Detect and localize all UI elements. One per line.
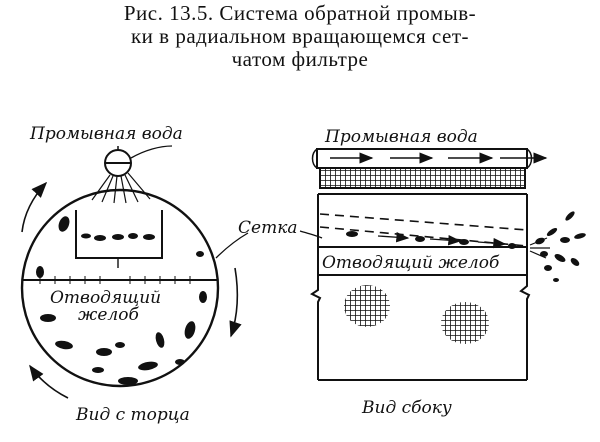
- label-trough-left-1: Отводящий: [50, 288, 161, 308]
- housing-right: [519, 194, 531, 380]
- caption-line-2: ки в радиальном вращающемся сет-: [130, 24, 470, 48]
- rotation-arrow-right: [229, 267, 242, 338]
- label-wash-water-left: Промывная вода: [29, 124, 183, 144]
- figure-caption: Рис. 13.5. Система обратной промыв- ки в…: [0, 2, 600, 71]
- mesh-patch-left: [344, 285, 390, 327]
- caption-line-1: Рис. 13.5. Система обратной промыв-: [123, 1, 477, 25]
- label-screen: Сетка: [238, 218, 297, 238]
- spray-comb: [319, 167, 526, 189]
- label-wash-water-right: Промывная вода: [324, 127, 478, 147]
- label-trough-left-2: желоб: [78, 305, 139, 325]
- trough-debris-side: [346, 231, 516, 249]
- screen-leader-right: [299, 230, 323, 239]
- trough-debris: [81, 233, 155, 241]
- label-side-view: Вид сбоку: [361, 398, 452, 418]
- label-trough-right: Отводящий желоб: [322, 253, 500, 273]
- drum-circle: [20, 188, 220, 388]
- trough-box: [75, 210, 163, 259]
- spray-jets: [91, 172, 151, 204]
- end-view: [20, 145, 242, 399]
- discharge-debris: [535, 211, 586, 282]
- rotation-arrow-top: [21, 181, 48, 233]
- mesh-patch-right: [441, 302, 489, 344]
- screen-leader-left: [215, 232, 249, 259]
- caption-line-3: чатом фильтре: [231, 47, 369, 71]
- housing-left: [310, 194, 322, 380]
- side-view: [310, 148, 586, 381]
- drum-debris: [36, 216, 207, 385]
- rotation-arrow-bottom: [29, 364, 69, 399]
- label-end-view: Вид с торца: [75, 405, 190, 425]
